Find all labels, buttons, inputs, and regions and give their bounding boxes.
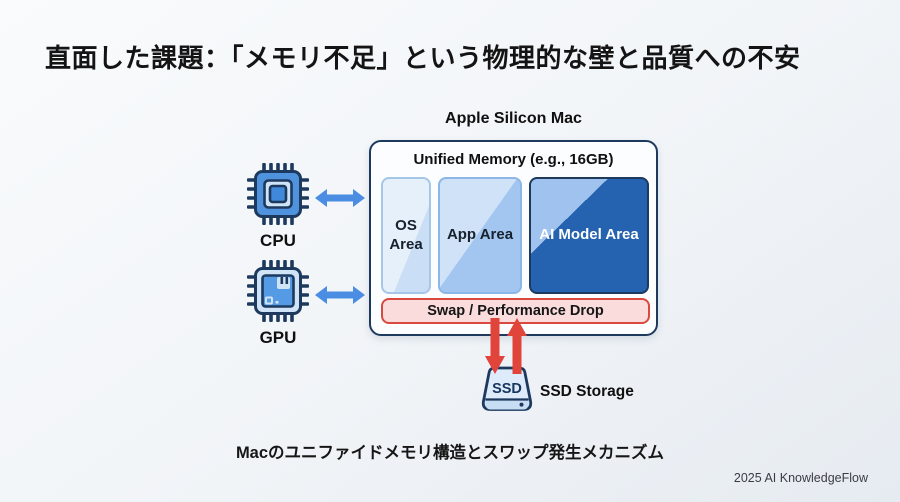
- swap-ssd-arrows-icon: [485, 318, 527, 374]
- apple-silicon-mac-label: Apple Silicon Mac: [445, 110, 582, 127]
- swap-performance-bar: Swap / Performance Drop: [381, 298, 650, 324]
- gpu-memory-arrow-icon: [315, 286, 365, 304]
- cpu-memory-arrow-icon: [315, 189, 365, 207]
- slide-title: 直面した課題：「メモリ不足」という物理的な壁と品質への不安: [45, 43, 801, 73]
- memory-area-os: OS Area: [381, 177, 431, 294]
- cpu-label: CPU: [260, 231, 296, 250]
- cpu-group: CPU: [247, 163, 309, 251]
- cpu-chip-icon: [247, 163, 309, 225]
- ssd-storage-label: SSD Storage: [540, 383, 634, 400]
- gpu-group: GPU: [247, 260, 309, 348]
- gpu-chip-icon: [247, 260, 309, 322]
- memory-area-app: App Area: [438, 177, 522, 294]
- ssd-badge-text: SSD: [492, 381, 522, 397]
- memory-areas-row: OS Area App Area AI Model Area: [381, 177, 649, 294]
- unified-memory-box: Unified Memory (e.g., 16GB) OS Area App …: [369, 140, 658, 336]
- memory-area-ai-model: AI Model Area: [529, 177, 649, 294]
- gpu-label: GPU: [259, 328, 297, 347]
- footer-credit: 2025 AI KnowledgeFlow: [733, 471, 868, 485]
- ssd-drive-icon: SSD: [481, 366, 533, 411]
- diagram-caption: Macのユニファイドメモリ構造とスワップ発生メカニズム: [235, 444, 665, 462]
- unified-memory-title: Unified Memory (e.g., 16GB): [413, 151, 614, 168]
